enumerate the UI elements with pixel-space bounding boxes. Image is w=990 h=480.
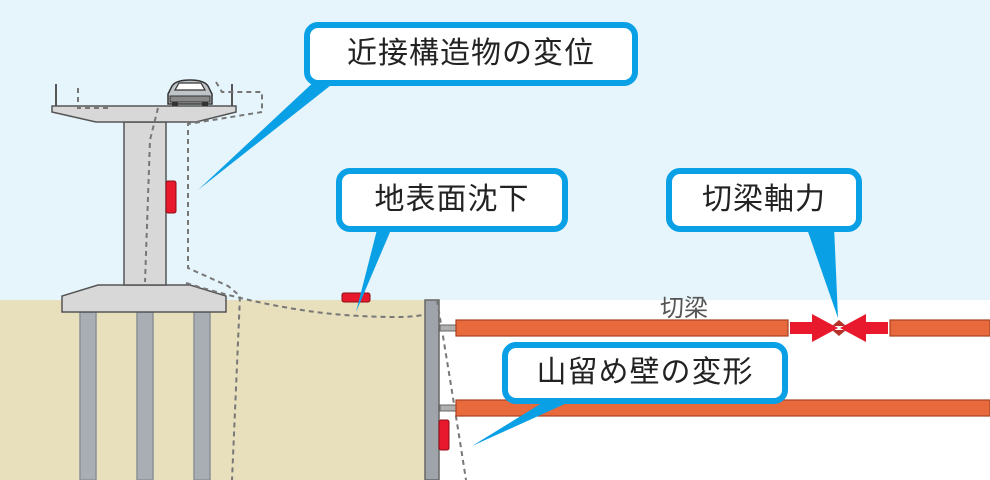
pointer-settlement: [356, 218, 396, 312]
arrow-left-pointing: [840, 314, 888, 342]
load-cell-marker: [832, 320, 846, 336]
foundation-piles: [79, 311, 211, 480]
pointer-wall: [472, 398, 578, 446]
pier-footing: [61, 284, 227, 313]
callout-adjacent-structure-displacement: 近接構造物の変位: [304, 22, 638, 86]
sensor-marker-pier: [165, 180, 177, 214]
pointer-structure: [198, 78, 340, 190]
pile: [136, 311, 154, 480]
pile: [193, 311, 211, 480]
callout-ground-surface-settlement: 地表面沈下: [336, 168, 568, 232]
displaced-structure-outline: [77, 81, 263, 480]
strut-upper: [439, 319, 990, 337]
callout-retaining-wall-deformation: 山留め壁の変形: [502, 342, 788, 404]
callout-pointers: [198, 78, 838, 446]
pile: [79, 311, 97, 480]
strut-label: 切梁: [660, 294, 708, 322]
wall-deformation-curve: [436, 299, 467, 480]
car-icon: [167, 79, 213, 106]
sensor-marker-wall: [438, 419, 450, 451]
callout-strut-axial-force: 切梁軸力: [666, 168, 862, 232]
ground-settlement-curve: [185, 282, 429, 318]
ground: [0, 300, 425, 480]
arrow-right-pointing: [790, 314, 838, 342]
sensor-marker-ground: [341, 292, 371, 303]
retaining-wall: [424, 299, 440, 480]
pointer-axial: [806, 226, 838, 318]
axial-force-arrows: [790, 314, 888, 342]
